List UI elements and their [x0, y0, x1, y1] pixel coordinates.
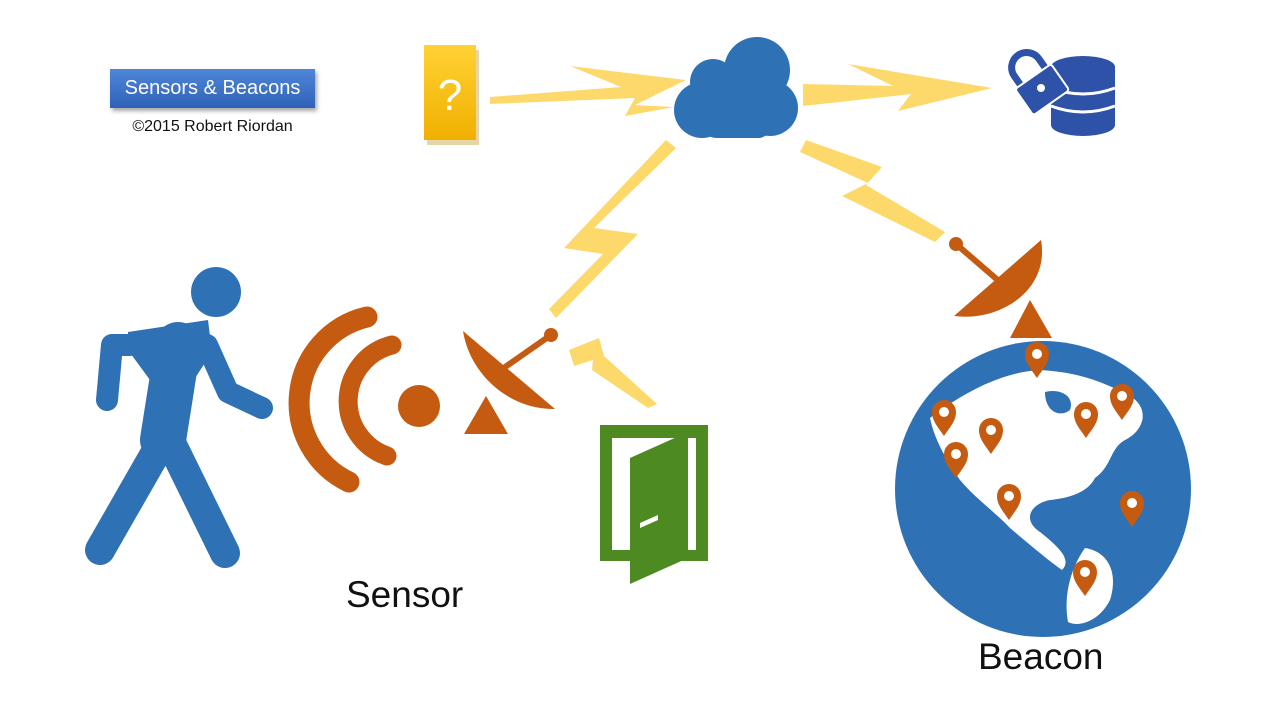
- map-pin-icon: [1110, 384, 1134, 420]
- cloud-icon: [674, 37, 798, 138]
- map-pin-icon: [932, 400, 956, 436]
- lightning-bolts: [490, 64, 992, 408]
- globe-icon: [895, 341, 1191, 637]
- beacon-label: Beacon: [978, 636, 1104, 677]
- copyright-text: ©2015 Robert Riordan: [132, 118, 293, 135]
- map-pin-icon: [1120, 491, 1144, 527]
- map-pin-icon: [979, 418, 1003, 454]
- map-pin-icon: [997, 484, 1021, 520]
- lightning-bolt-icon: [569, 338, 657, 408]
- lightning-bolt-icon: [803, 64, 992, 111]
- map-pins: [932, 342, 1144, 596]
- map-pin-icon: [944, 442, 968, 478]
- walking-person-icon: [85, 267, 273, 568]
- satellite-dish-icon: [463, 328, 558, 434]
- sensor-label: Sensor: [346, 574, 464, 615]
- satellite-dish-icon: [949, 237, 1052, 338]
- map-pin-icon: [1073, 560, 1097, 596]
- title-badge: Sensors & Beacons: [110, 69, 315, 108]
- question-card-icon: ?: [424, 45, 479, 145]
- lightning-bolt-icon: [549, 140, 676, 318]
- padlock-icon: [1008, 49, 1070, 116]
- map-pin-icon: [1025, 342, 1049, 378]
- map-pin-icon: [1074, 402, 1098, 438]
- door-icon: [600, 425, 708, 584]
- lightning-bolt-icon: [490, 66, 686, 116]
- question-mark-glyph: ?: [438, 71, 462, 120]
- wifi-signal-icon: [288, 306, 440, 493]
- secure-database-icon: [1008, 49, 1116, 136]
- lightning-bolt-icon: [800, 140, 945, 242]
